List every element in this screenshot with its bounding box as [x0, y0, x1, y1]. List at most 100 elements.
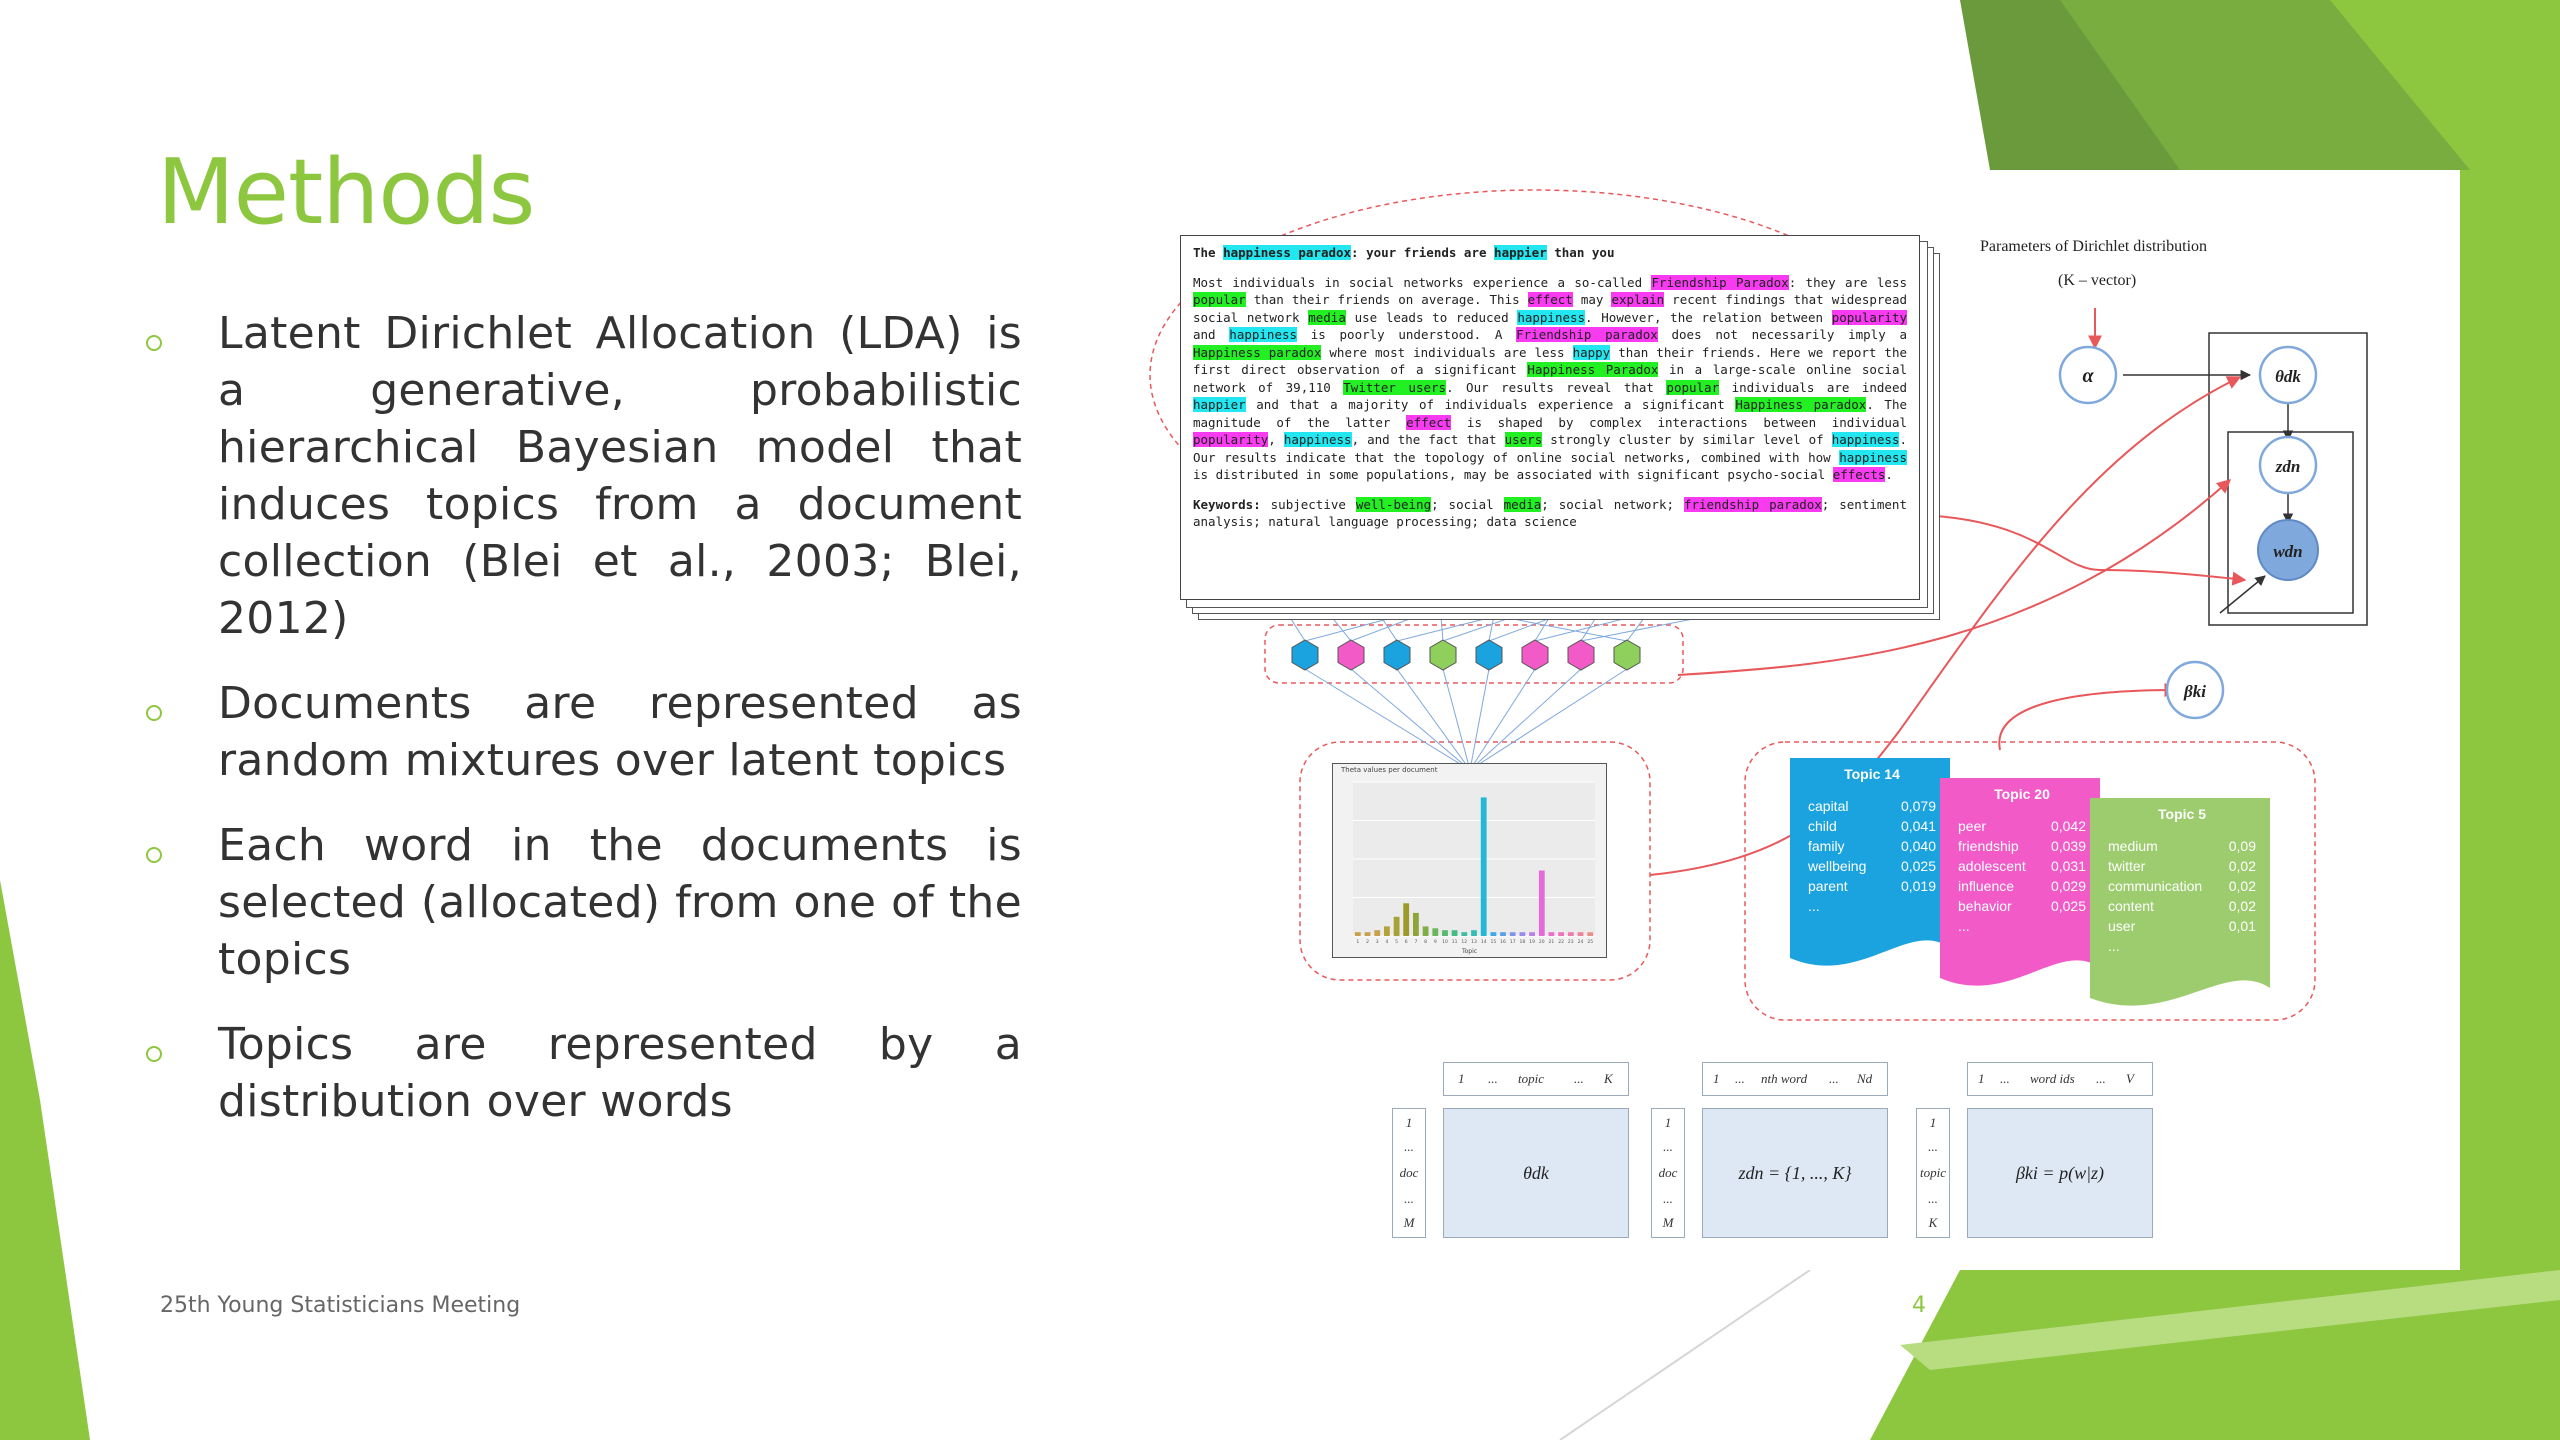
chart-bar [1538, 870, 1545, 936]
matrix-header-end: V [2126, 1071, 2134, 1086]
lda-figure: α θdk zdn wdn βki The happiness paradox:… [1140, 170, 2460, 1270]
matrix-header-dots: ... [2096, 1071, 2106, 1086]
matrix-side-dots: ... [1404, 1191, 1414, 1206]
topic-hexagon [1429, 639, 1457, 671]
paper-title: The happiness paradox: your friends are … [1193, 244, 1907, 262]
hexagon-group-box [1264, 624, 1684, 684]
chart-bar [1480, 797, 1487, 936]
matrix-header-dots: ... [2000, 1071, 2010, 1086]
node-z [2258, 435, 2318, 495]
paper-text-run: . Our results reveal that [1446, 379, 1667, 395]
bullet-item: Each word in the documents is selected (… [142, 817, 1022, 988]
topic-row: ... [1958, 916, 2086, 936]
link-chart-to-theta [1649, 376, 2242, 876]
params-sublabel: (K – vector) [2058, 272, 2137, 289]
highlighted-word: popular [1193, 292, 1246, 307]
paper-text-run: ; social [1431, 496, 1504, 512]
highlighted-word: Friendship Paradox [1651, 274, 1789, 290]
chart-tick-label: 22 [1558, 939, 1564, 945]
bullet-circle-icon [146, 847, 162, 863]
paper-text-run: ; sentiment analysis; natural language p… [1193, 496, 1907, 530]
matrix-body: zdn = {1, ..., K} [1702, 1108, 1888, 1238]
paper-text-run: . Our results indicate that the topology… [1193, 432, 1907, 465]
node-alpha [2058, 345, 2118, 405]
paper-text-run: : your friends are [1351, 245, 1495, 260]
topic-card-5-shape [2090, 798, 2270, 1006]
topic-hexagon [1337, 639, 1365, 671]
matrix-side-dots: ... [1404, 1139, 1414, 1154]
bullet-list: Latent Dirichlet Allocation (LDA) is a g… [142, 305, 1022, 1158]
footer-text: 25th Young Statisticians Meeting [160, 1293, 521, 1318]
topic-ellipsis: ... [1958, 918, 1970, 934]
matrix-header-label: word ids [2030, 1071, 2075, 1086]
fan-line [1442, 668, 1472, 771]
node-beta [2165, 660, 2225, 720]
paper-text-run: The [1193, 245, 1224, 260]
topic-word: wellbeing [1808, 858, 1867, 874]
matrix-side-start: 1 [1929, 1115, 1937, 1130]
highlighted-word: Friendship paradox [1516, 327, 1658, 342]
fan-line [1396, 668, 1471, 771]
chart-bar [1490, 932, 1497, 936]
highlighted-word: effect [1527, 292, 1573, 307]
highlighted-word: Twitter users [1343, 379, 1447, 395]
bullet-text: Topics are represented by a distribution… [218, 1019, 1022, 1127]
link-paper-to-w [1919, 514, 2247, 586]
matrix-side: 1 ... doc ... M [1392, 1108, 1426, 1238]
topic-hexagons [1291, 639, 1641, 671]
topic-prob: 0,019 [1900, 878, 1936, 894]
topic-ellipsis: ... [1808, 898, 1820, 914]
chart-bar [1442, 930, 1448, 936]
chart-tick-label: 1 [1356, 939, 1359, 945]
highlighted-word: Happiness paradox [1193, 344, 1322, 360]
paper-text-run: . [1885, 467, 1893, 482]
topic-word: friendship [1958, 838, 2019, 854]
deco-shape-right-edge [2460, 170, 2560, 1270]
chart-bar [1509, 932, 1516, 936]
topic-prob: 0,02 [2228, 898, 2256, 914]
highlighted-word: happiness [1283, 432, 1352, 447]
chart-bar [1461, 932, 1468, 936]
paper-text-run: than their friends. Here we report the f… [1193, 344, 1907, 378]
topic-prob: 0,01 [2228, 918, 2256, 934]
highlighted-word: popularity [1193, 432, 1269, 447]
matrix-header: 1 ... nth word ... Nd [1702, 1062, 1888, 1096]
chart-bar [1393, 916, 1400, 937]
chart-tick-label: 8 [1424, 939, 1427, 945]
paper-abstract: The happiness paradox: your friends are … [1180, 235, 1920, 600]
paper-text-run: Keywords: [1193, 496, 1261, 512]
matrix-header-start: 1 [1458, 1071, 1465, 1086]
highlighted-word: popular [1666, 379, 1720, 395]
node-theta [2258, 345, 2318, 405]
plate-documents [2208, 332, 2368, 626]
topic-word: family [1808, 838, 1845, 854]
matrix-header: 1 ... topic ... K [1443, 1062, 1629, 1096]
highlighted-word: well-being [1355, 496, 1432, 512]
topic-prob: 0,040 [1900, 838, 1936, 854]
highlighted-word: happier [1494, 245, 1547, 260]
figure-diagram: α θdk zdn wdn βki [1149, 189, 2368, 1021]
topic-word: peer [1958, 818, 1987, 834]
matrix-side-label: topic [1920, 1165, 1946, 1180]
chart-tick-label: 23 [1568, 939, 1574, 945]
highlighted-word: happiness [1229, 327, 1298, 342]
chart-bar [1529, 932, 1535, 936]
chart-tick-label: 25 [1587, 939, 1593, 945]
paper-text-run: use leads to reduced [1345, 309, 1518, 325]
chart-title: Theta values per document [1341, 766, 1438, 774]
topic-word: medium [2108, 838, 2158, 854]
chart-bar [1413, 912, 1419, 936]
red-links [1649, 308, 2247, 876]
topic-word: communication [2108, 878, 2203, 894]
topic-card-20-shape [1940, 778, 2100, 986]
matrix-side-end: K [1928, 1215, 1938, 1230]
matrix-side-start: 1 [1405, 1115, 1413, 1130]
fan-line [1468, 668, 1490, 771]
